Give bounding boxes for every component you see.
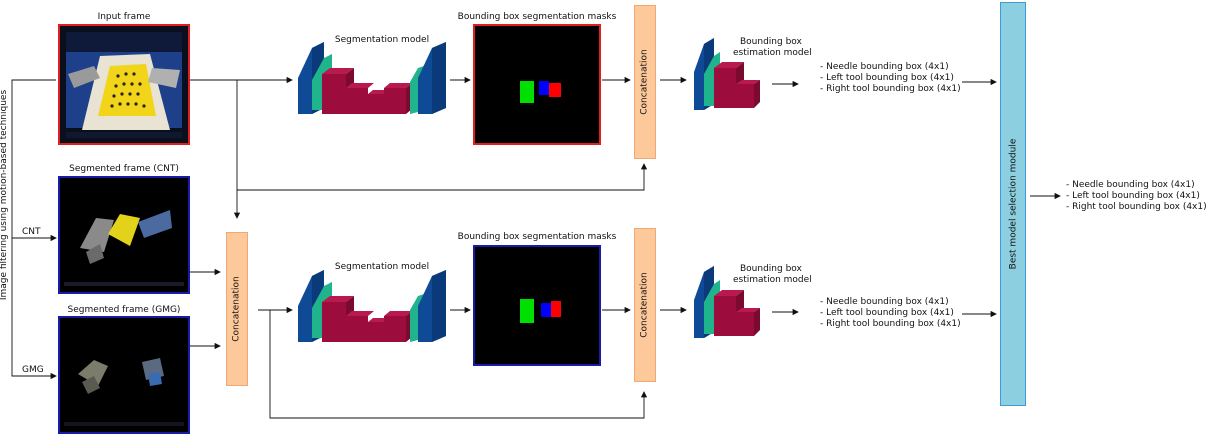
mask-needle-green (520, 81, 534, 103)
mask-left-tool-blue (539, 81, 549, 95)
segmentation-model-top (298, 42, 446, 114)
output-bottom-right-tool: - Right tool bounding box (4x1) (820, 319, 961, 329)
mask-right-tool-red (549, 83, 561, 97)
output-top-right-tool: - Right tool bounding box (4x1) (820, 84, 961, 94)
masks-title-bottom: Bounding box segmentation masks (457, 232, 617, 242)
bbox-model-title-bottom-1: Bounding box (740, 264, 802, 274)
concatenation-bottom: Concatenation (634, 228, 656, 382)
best-model-selection-module: Best model selection module (1000, 2, 1026, 406)
final-outputs: - Needle bounding box (4x1) - Left tool … (1066, 180, 1207, 213)
final-output-needle: - Needle bounding box (4x1) (1066, 180, 1195, 190)
final-output-left-tool: - Left tool bounding box (4x1) (1066, 191, 1200, 201)
mask-right-tool-red (551, 301, 561, 317)
outputs-bottom: - Needle bounding box (4x1) - Left tool … (820, 297, 961, 330)
input-to-top-concat (237, 163, 648, 191)
gmg-frame-title: Segmented frame (GMG) (67, 305, 181, 315)
concat-to-lower-concat-line (269, 310, 648, 419)
gmg-branch-label: GMG (22, 365, 44, 375)
gmg-frame-image (58, 316, 190, 434)
cnt-frame-title: Segmented frame (CNT) (69, 164, 179, 174)
outputs-top: - Needle bounding box (4x1) - Left tool … (820, 62, 961, 95)
output-bottom-needle: - Needle bounding box (4x1) (820, 297, 949, 307)
output-top-left-tool: - Left tool bounding box (4x1) (820, 73, 954, 83)
bbox-model-top (694, 38, 760, 110)
input-frame-title: Input frame (97, 12, 151, 22)
bbox-model-bottom (694, 266, 760, 338)
mask-needle-green (520, 299, 534, 323)
input-frame-image (58, 24, 190, 145)
bbox-model-title-top-1: Bounding box (740, 37, 802, 47)
cnt-branch-label: CNT (22, 227, 41, 237)
mask-left-tool-blue (541, 303, 551, 317)
input-to-filter-line (11, 79, 57, 380)
side-label: Image filtering using motion-based techn… (0, 89, 9, 301)
segmentation-mask-top (473, 24, 601, 145)
cnt-frame-image (58, 176, 190, 294)
segmentation-model-bottom (298, 270, 446, 342)
output-bottom-left-tool: - Left tool bounding box (4x1) (820, 308, 954, 318)
output-top-needle: - Needle bounding box (4x1) (820, 62, 949, 72)
final-output-right-tool: - Right tool bounding box (4x1) (1066, 202, 1207, 212)
concatenation-input: Concatenation (226, 232, 248, 386)
segmentation-model-title-top: Segmentation model (334, 35, 430, 45)
concatenation-top: Concatenation (634, 5, 656, 159)
segmentation-model-title-bottom: Segmentation model (334, 262, 430, 272)
masks-title-top: Bounding box segmentation masks (457, 12, 617, 22)
bbox-model-title-top-2: estimation model (733, 48, 812, 58)
segmentation-mask-bottom (473, 245, 601, 366)
bbox-model-title-bottom-2: estimation model (733, 275, 812, 285)
